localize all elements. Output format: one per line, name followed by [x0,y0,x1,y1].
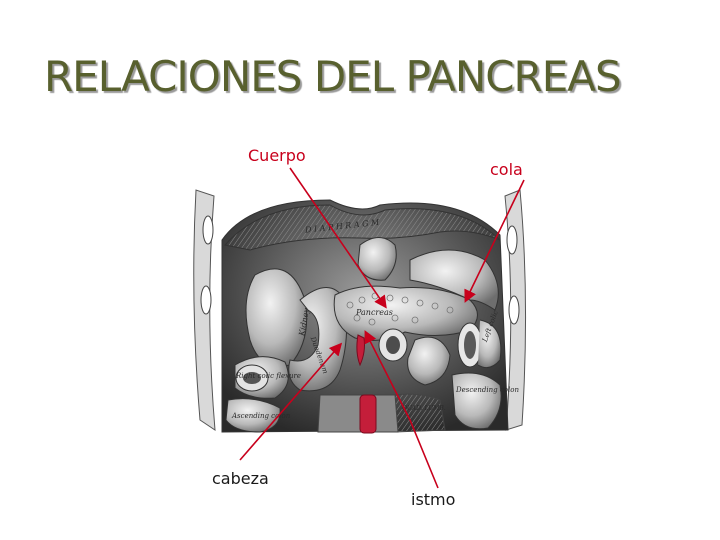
label-cabeza: cabeza [212,469,269,488]
descending-colon-tag: Descending colon [455,386,519,394]
right-kidney [245,268,308,367]
right-colic-flexure [234,356,289,399]
splenic-flexure [409,249,499,311]
mesenteric-vessel [356,334,365,367]
label-cola: cola [490,160,523,179]
arrow-cabeza [239,342,343,461]
jejunum-lumen [386,336,400,354]
slide-title: RELACIONES DEL PANCREAS [44,52,622,101]
quadratus-lumborum [394,393,446,433]
psoas-muscle [317,394,399,433]
arrow-istmo [364,330,439,489]
diaphragm [224,204,501,251]
label-cuerpo: Cuerpo [248,146,306,165]
arrow-cuerpo [289,167,387,309]
ascending-colon-tag: Ascending colon [231,412,291,420]
descending-colon [451,372,502,430]
arrow-cola [464,179,525,303]
left-colic-colon [457,319,502,369]
pancreas-tag: Pancreas [355,308,393,317]
spleen [357,237,397,281]
right-colic-tag: Right colic flexure [235,372,301,380]
intestine-loop [407,336,451,386]
ascending-colon [225,398,281,433]
label-istmo: istmo [411,490,456,509]
aorta [359,394,377,434]
quad-lumb-tag: QUAD. LUMB. [402,405,446,412]
abdominal-wall [193,189,527,431]
pointer-arrows [239,167,525,489]
